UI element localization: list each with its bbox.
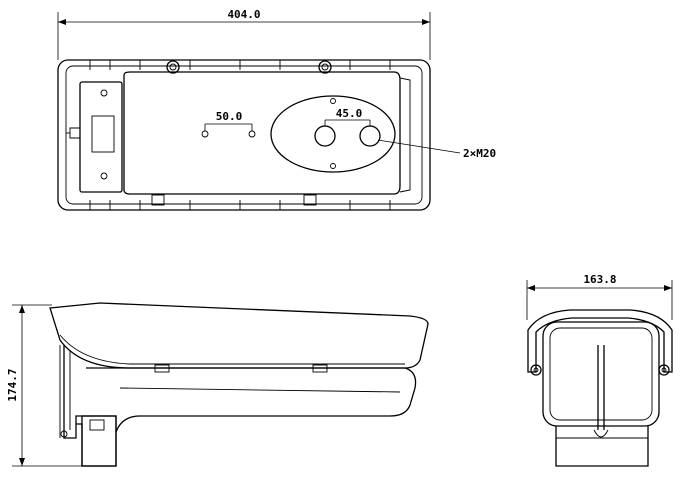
cable-gland-callout: 2×M20 bbox=[377, 139, 496, 160]
cable-gland-label: 2×M20 bbox=[463, 147, 496, 160]
side-view: 174.7 bbox=[6, 302, 429, 467]
top-width-label: 404.0 bbox=[227, 8, 260, 21]
side-height-label: 174.7 bbox=[6, 368, 19, 401]
gland-hole-spacing-label: 45.0 bbox=[336, 107, 363, 120]
top-width-dimension: 404.0 bbox=[57, 8, 431, 60]
top-view: 404.0 bbox=[57, 8, 496, 211]
front-width-label: 163.8 bbox=[583, 273, 616, 286]
gland-hole-dimension: 45.0 bbox=[324, 107, 371, 126]
front-view: 163.8 bbox=[526, 273, 673, 467]
front-width-dimension: 163.8 bbox=[526, 273, 673, 320]
side-height-dimension: 174.7 bbox=[6, 304, 82, 467]
small-hole-spacing-label: 50.0 bbox=[216, 110, 243, 123]
small-hole-dimension: 50.0 bbox=[204, 110, 253, 131]
